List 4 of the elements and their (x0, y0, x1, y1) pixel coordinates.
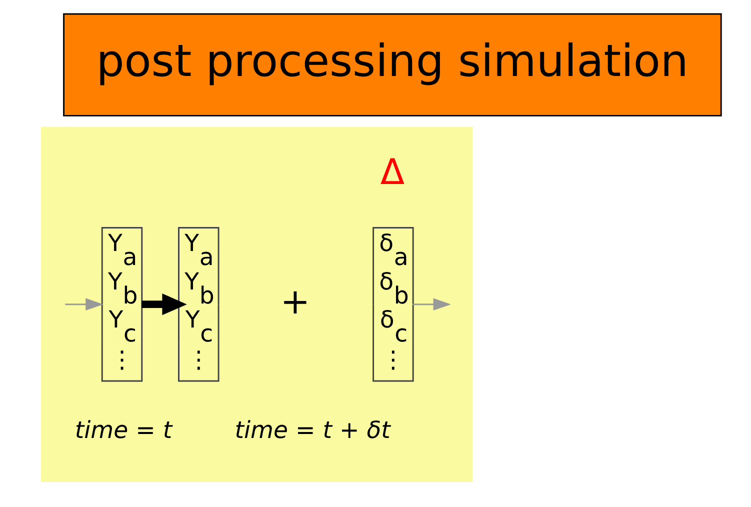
node-label: time = t (74, 416, 172, 444)
node-label: time = t + δt (234, 416, 390, 444)
label: Δ (380, 152, 405, 193)
label: + (280, 281, 310, 322)
